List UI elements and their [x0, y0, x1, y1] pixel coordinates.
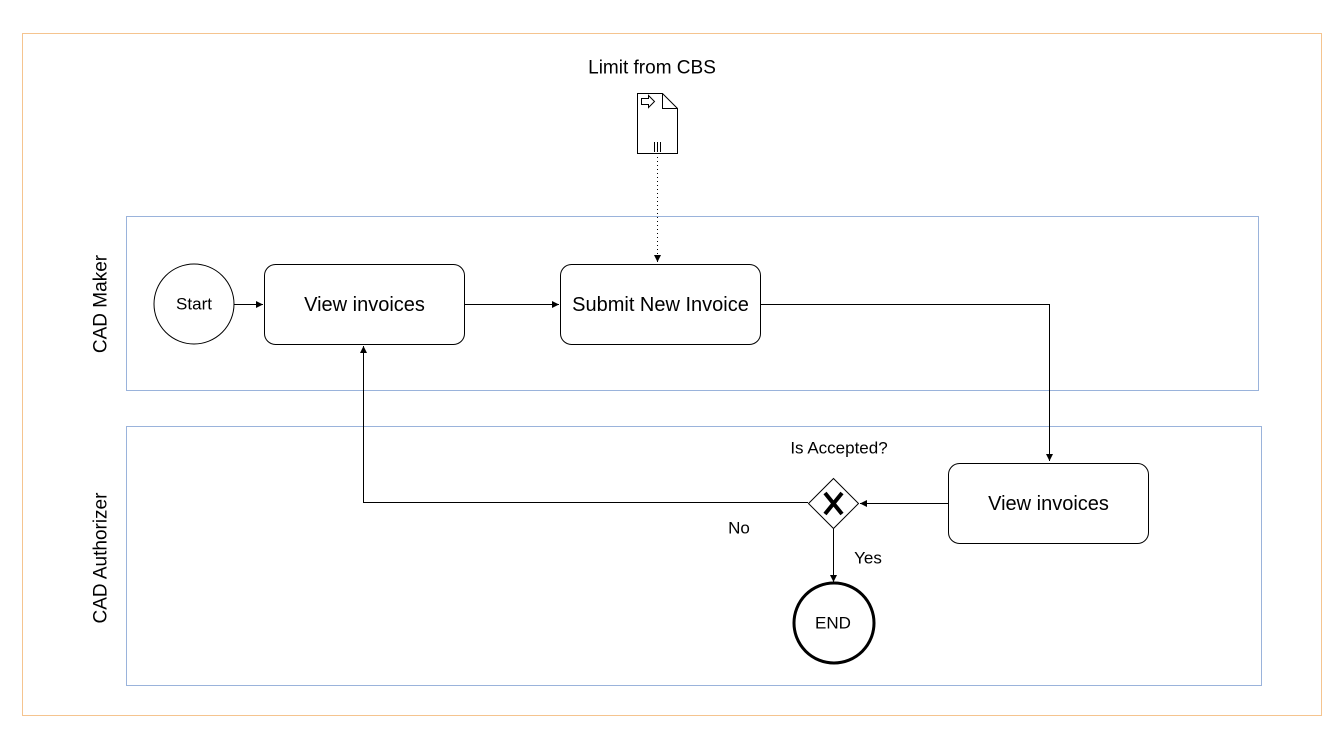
task-submit-new-invoice[interactable] — [560, 264, 761, 345]
lane-label-cad-maker: CAD Maker — [91, 254, 112, 353]
document-icon[interactable] — [637, 93, 678, 154]
end-event[interactable] — [792, 581, 876, 665]
task-view-invoices-authorizer-label: View invoices — [988, 493, 1109, 515]
flow-gateway-no-to-view — [360, 346, 808, 503]
start-event-label: Start — [176, 295, 212, 314]
gateway-label: Is Accepted? — [790, 439, 887, 458]
task-view-invoices-maker[interactable] — [264, 264, 465, 345]
lane-label-cad-authorizer: CAD Authorizer — [91, 492, 112, 624]
task-view-invoices-maker-label: View invoices — [304, 294, 425, 316]
task-submit-new-invoice-label: Submit New Invoice — [572, 294, 749, 316]
x-icon — [823, 491, 844, 516]
end-event-label: END — [815, 614, 851, 633]
task-view-invoices-authorizer[interactable] — [948, 463, 1149, 544]
flow-submit-to-authorizer-view — [761, 304, 1053, 461]
flow-label-no: No — [728, 519, 750, 538]
data-object-label: Limit from CBS — [588, 58, 716, 79]
flow-label-yes: Yes — [854, 549, 882, 568]
lane-cad-authorizer[interactable] — [126, 426, 1262, 686]
lane-cad-maker[interactable] — [126, 216, 1259, 391]
pool-border — [22, 33, 1322, 716]
